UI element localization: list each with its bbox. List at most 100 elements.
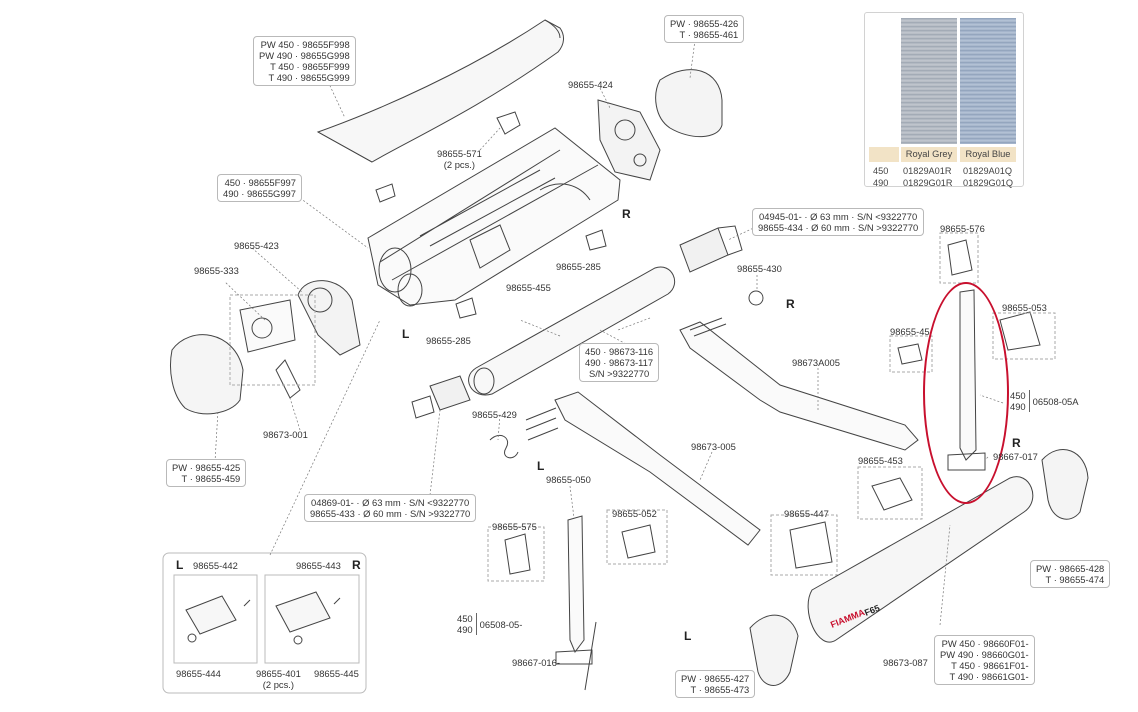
bracket-left-code: 98655-442 xyxy=(193,560,238,571)
leg-left xyxy=(567,515,585,653)
label-line: T · 98655-474 xyxy=(1045,574,1105,585)
part-052 xyxy=(621,524,656,559)
winder-434 xyxy=(679,227,729,273)
part-052-label: 98655-052 xyxy=(612,508,657,519)
blue-code-cell: 01829A01Q xyxy=(963,166,1013,176)
side-marker-l: L xyxy=(537,459,545,473)
part-575 xyxy=(504,533,531,575)
label-line: PW 450 · 98660F01- xyxy=(941,638,1029,649)
label-line: 490 xyxy=(1010,401,1026,412)
label-line: T · 98655-473 xyxy=(690,684,750,695)
label-line: 490 · 98655G997 xyxy=(223,188,296,199)
label-line: T 490 · 98655G999 xyxy=(268,72,350,83)
bracket-set-frame xyxy=(162,552,367,694)
label-line: PW 490 · 98660G01- xyxy=(940,649,1029,660)
gear-423 xyxy=(297,280,361,356)
part-430-label: 98655-430 xyxy=(737,263,782,274)
side-marker-r: R xyxy=(786,297,795,311)
tube-label: 450 · 98673-116 490 · 98673-117 S/N >932… xyxy=(579,343,660,382)
label-line: PW · 98665-428 xyxy=(1036,563,1105,574)
part-005-label: 98673-005 xyxy=(691,441,736,452)
label-line: T · 98655-459 xyxy=(181,473,241,484)
part-571-label: 98655-571 (2 pcs.) xyxy=(437,148,482,170)
part-285b-label: 98655-285 xyxy=(426,335,471,346)
royal-blue-header: Royal Blue xyxy=(960,147,1016,162)
side-marker-r: R xyxy=(1012,436,1021,450)
gear-424 xyxy=(597,99,661,181)
channel-label: 450 · 98655F997 490 · 98655G997 xyxy=(217,174,302,202)
end-cover-left-label: PW · 98655-427 T · 98655-473 xyxy=(675,670,756,698)
part-447 xyxy=(789,521,833,569)
label-line: PW · 98655-427 xyxy=(681,673,750,684)
label-line: PW · 98655-425 xyxy=(172,462,241,473)
drive-label: 04869-01- · Ø 63 mm · S/N <9322770 98655… xyxy=(304,494,477,522)
label-line: T · 98655-461 xyxy=(679,29,739,40)
part-575-label: 98655-575 xyxy=(492,521,537,532)
label-line: 98655-401 xyxy=(256,668,301,679)
arm-a005 xyxy=(679,321,919,451)
label-code: 06508-05- xyxy=(479,618,523,630)
winder-label: 04945-01- · Ø 63 mm · S/N <9322770 98655… xyxy=(752,208,925,236)
part-017-label: 98667-017 xyxy=(993,451,1038,462)
bracket-053 xyxy=(999,311,1041,351)
part-401-label: 98655-401 (2 pcs.) xyxy=(256,668,301,690)
label-line: 98655-433 · Ø 60 mm · S/N >9322770 xyxy=(310,508,471,519)
bracket-576 xyxy=(947,239,973,276)
blue-code-cell: 01829G01Q xyxy=(963,178,1014,188)
size-header-cell xyxy=(869,147,899,162)
part-447-label: 98655-447 xyxy=(784,508,829,519)
label-line: 490 · 98673-117 xyxy=(585,357,654,368)
arm-005 xyxy=(554,391,761,546)
label-line: 450 xyxy=(457,613,473,624)
side-marker-r: R xyxy=(622,207,631,221)
label-line: 490 xyxy=(457,624,473,635)
part-445-label: 98655-445 xyxy=(314,668,359,679)
end-cover-left xyxy=(749,614,799,686)
label-line: 98655-571 xyxy=(437,148,482,159)
ring-430 xyxy=(748,290,764,306)
size-cell: 490 xyxy=(873,178,889,188)
side-marker-l: L xyxy=(684,629,692,643)
part-444-label: 98655-444 xyxy=(176,668,221,679)
label-line: 04869-01- · Ø 63 mm · S/N <9322770 xyxy=(311,497,470,508)
royal-grey-swatch xyxy=(901,18,957,144)
clip-285b xyxy=(455,297,477,319)
end-cap-left-label: PW · 98655-425 T · 98655-459 xyxy=(166,459,247,487)
bracket-left-side: L xyxy=(176,558,184,572)
end-cap-right xyxy=(655,69,723,138)
part-016-label: 98667-016- xyxy=(512,657,560,668)
label-line: T 450 · 98661F01- xyxy=(951,660,1029,671)
bracket-right-code: 98655-443 xyxy=(296,560,341,571)
front-rail-label: PW 450 · 98660F01- PW 490 · 98660G01- T … xyxy=(934,635,1035,685)
top-cover-label: PW 450 · 98655F998 PW 490 · 98655G998 T … xyxy=(253,36,356,86)
label-line: 450 xyxy=(1010,390,1026,401)
clip-top xyxy=(375,183,396,203)
end-cover-right-label: PW · 98665-428 T · 98655-474 xyxy=(1030,560,1111,588)
label-line: T 490 · 98661G01- xyxy=(949,671,1029,682)
front-rail xyxy=(807,476,1034,643)
part-45x xyxy=(897,343,923,365)
label-line: PW · 98655-426 xyxy=(670,18,739,29)
part-424-label: 98655-424 xyxy=(568,79,613,90)
part-429-label: 98655-429 xyxy=(472,409,517,420)
part-053-label: 98655-053 xyxy=(1002,302,1047,313)
drive-433 xyxy=(429,375,471,411)
side-marker-l: L xyxy=(402,327,410,341)
part-001-label: 98673-001 xyxy=(263,429,308,440)
label-line: PW 490 · 98655G998 xyxy=(259,50,350,61)
end-cap-left xyxy=(170,334,244,415)
part-285a-label: 98655-285 xyxy=(556,261,601,272)
label-code: 06508-05A xyxy=(1032,395,1079,407)
part-a005-label: 98673A005 xyxy=(792,357,840,368)
part-423-label: 98655-423 xyxy=(234,240,279,251)
clip-285a xyxy=(585,229,607,251)
label-line: 450 · 98655F997 xyxy=(224,177,296,188)
part-45x-label: 98655-45 xyxy=(890,326,930,337)
part-453-label: 98655-453 xyxy=(858,455,903,466)
end-cover-right xyxy=(1041,449,1089,520)
label-line: (2 pcs.) xyxy=(262,679,295,690)
bracket-right-side: R xyxy=(352,558,361,572)
